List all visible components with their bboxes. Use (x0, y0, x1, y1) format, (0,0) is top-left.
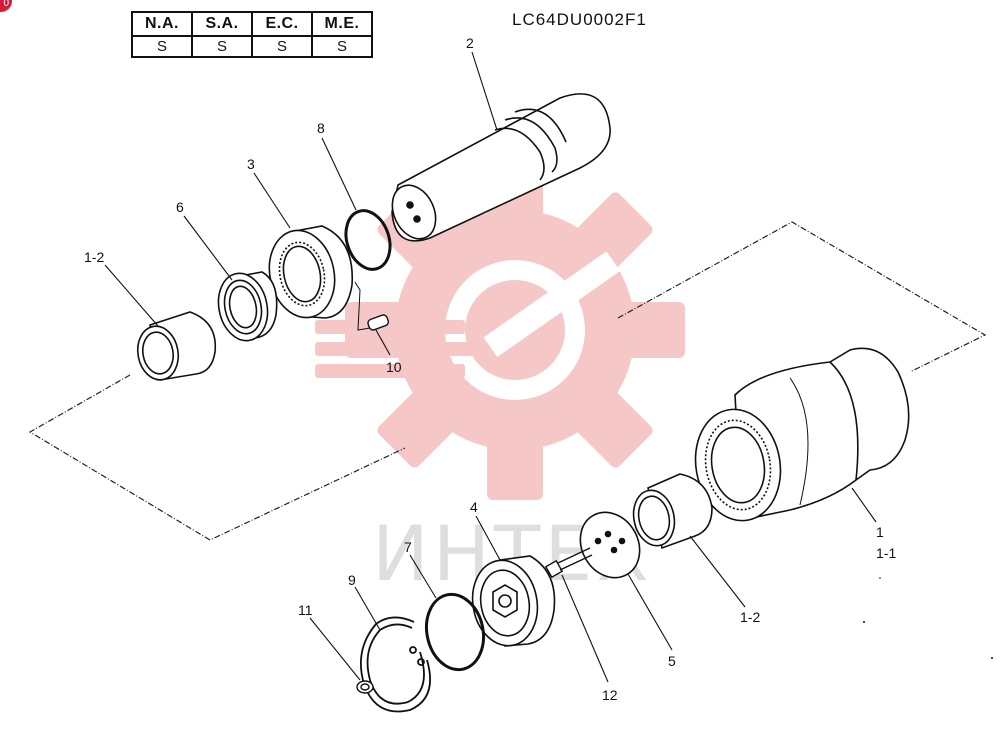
spec-header-ec: E.C. (251, 11, 313, 37)
leader-8 (321, 137, 357, 211)
part-3-nut (268, 225, 354, 319)
spec-table-value-row: S S S S (131, 35, 373, 58)
part-8-o-ring (344, 209, 392, 271)
part-11-plug (356, 680, 374, 694)
leader-5 (627, 573, 673, 651)
spec-table-header-row: N.A. S.A. E.C. M.E. (131, 11, 373, 37)
watermark-logo (315, 160, 685, 500)
leader-1-2-right (689, 535, 746, 608)
part-6-seal (217, 271, 278, 342)
callout-labels: 2 8 3 6 1-2 10 1 1-1 1-2 5 12 4 7 9 11 (84, 35, 896, 703)
part-1-roller (694, 347, 910, 522)
part-12-bolt (544, 547, 593, 579)
leader-12 (561, 574, 609, 683)
left-assembly-plane (28, 374, 406, 541)
callout-8: 8 (317, 120, 325, 136)
leader-3 (253, 172, 291, 229)
callout-3: 3 (247, 156, 255, 172)
callout-9: 9 (348, 572, 356, 588)
part-7-o-ring (424, 592, 486, 672)
part-9-snap-ring (359, 616, 431, 713)
spec-table: N.A. S.A. E.C. M.E. S S S S (131, 11, 373, 58)
callout-4: 4 (470, 499, 478, 515)
leader-lines (104, 51, 877, 683)
callout-7: 7 (404, 539, 412, 555)
callout-12: 12 (602, 687, 618, 703)
leader-7 (409, 554, 437, 599)
part-4-cover (471, 555, 556, 647)
right-assembly-plane (617, 221, 987, 373)
part-1-2-bushing-left (136, 311, 217, 381)
spec-header-sa: S.A. (191, 11, 253, 37)
spec-value-ec: S (251, 35, 313, 58)
spec-header-me: M.E. (311, 11, 373, 37)
callout-2: 2 (466, 35, 474, 51)
leader-2 (471, 51, 498, 131)
callout-11: 11 (298, 602, 313, 618)
leader-1 (851, 487, 877, 523)
callout-1-2-left: 1-2 (84, 249, 104, 265)
callout-10: 10 (386, 359, 402, 375)
spec-value-sa: S (191, 35, 253, 58)
leader-6 (183, 215, 233, 281)
callout-1: 1 (876, 524, 884, 540)
callout-1-2-right: 1-2 (740, 609, 760, 625)
callout-1-1: 1-1 (876, 545, 896, 561)
spec-header-na: N.A. (131, 11, 193, 37)
leader-11 (309, 617, 361, 681)
part-5-plate (579, 511, 641, 579)
leader-1-2-left (104, 264, 159, 327)
callout-5: 5 (668, 653, 676, 669)
callout-6: 6 (176, 199, 184, 215)
spec-value-na: S (131, 35, 193, 58)
part-1-2-bushing-right (632, 473, 713, 550)
leader-9 (354, 586, 381, 631)
part-2-shaft (391, 93, 611, 242)
leader-4 (475, 515, 501, 561)
drawing-code: LC64DU0002F1 (512, 10, 647, 29)
leader-10 (375, 329, 391, 356)
part-10-pin (354, 281, 390, 331)
spec-value-me: S (311, 35, 373, 58)
scan-specks (863, 577, 993, 659)
